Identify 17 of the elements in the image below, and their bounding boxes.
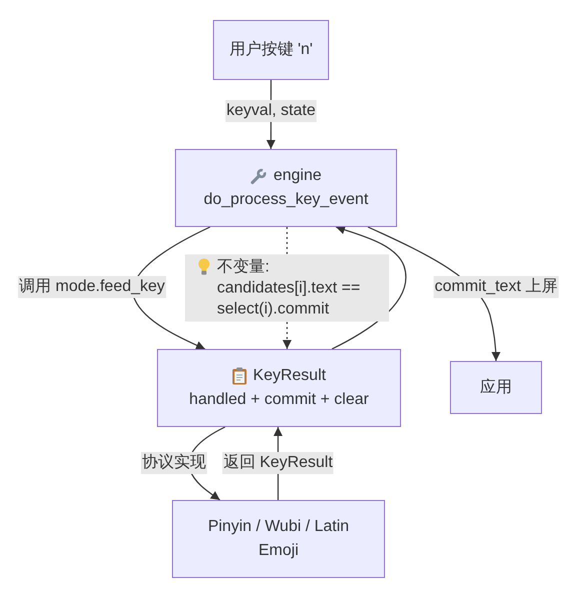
edge-label: 协议实现 xyxy=(141,452,207,474)
body-text: handled + commit + clear xyxy=(189,390,369,410)
process-box: 应用 xyxy=(450,361,542,414)
body-text: do_process_key_event xyxy=(204,190,368,210)
process-box: Pinyin / Wubi / Latin Emoji xyxy=(172,500,385,578)
title-text: KeyResult xyxy=(253,366,326,386)
process-box xyxy=(175,149,397,227)
title-text: engine xyxy=(273,166,322,186)
arrow xyxy=(132,226,210,350)
label-text: 不变量: candidates[i].text == select(i).commit xyxy=(217,257,362,320)
edge-label: keyval, state xyxy=(226,100,316,122)
process-box: 用户按键 'n' xyxy=(213,20,329,80)
arrow xyxy=(332,226,406,350)
process-box xyxy=(157,349,401,427)
edge-label: 返回 KeyResult xyxy=(222,452,334,474)
edge-label: 调用 mode.feed_key xyxy=(18,276,166,298)
edge-label: commit_text 上屏 xyxy=(434,276,558,298)
